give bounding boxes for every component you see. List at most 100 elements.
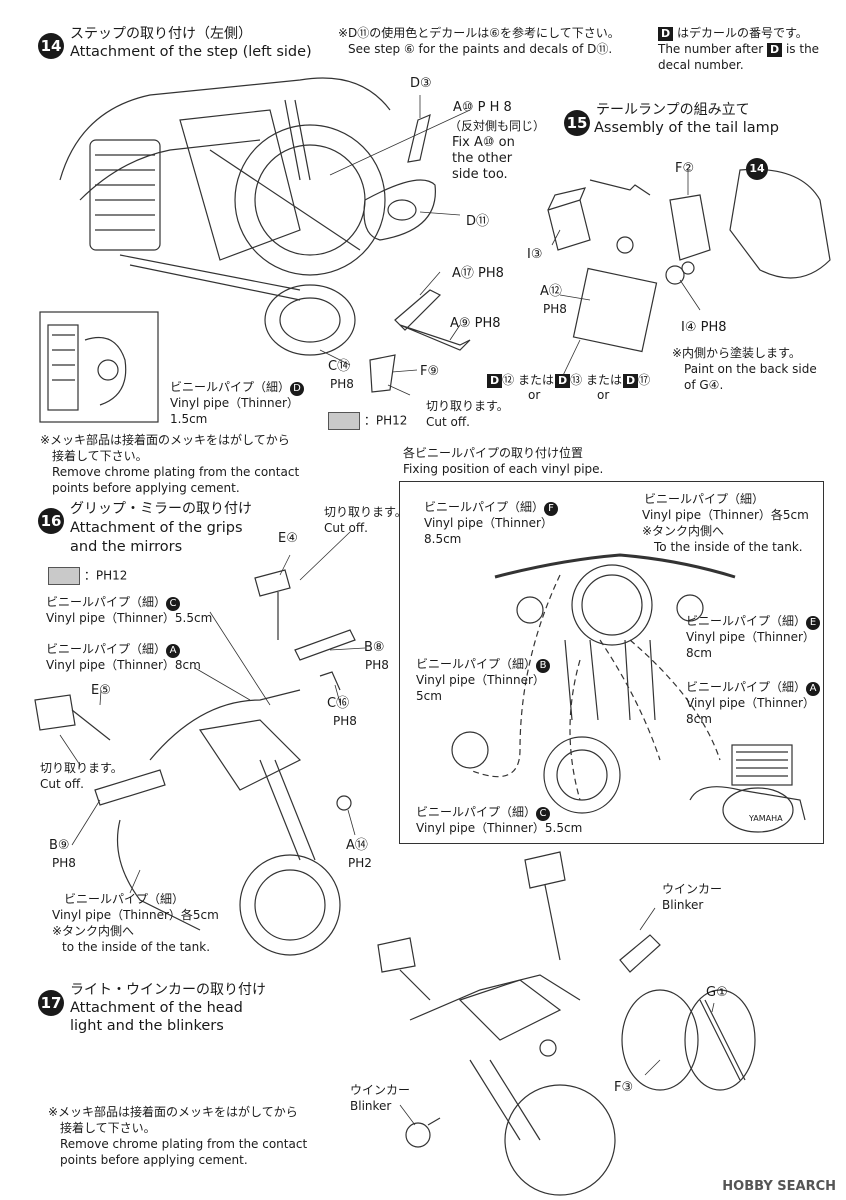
label-c16: C⑯ (327, 696, 350, 711)
pipe-tag-d-icon: D (290, 382, 305, 396)
step-16-tank-jp: ※タンク内側へ (52, 924, 135, 938)
pipe-b-len: 5cm (416, 689, 442, 703)
yamaha-logo-text: YAMAHA (749, 814, 783, 823)
pipe-each-jp: ビニールパイプ（細） (644, 492, 765, 506)
label-a14: A⑭ (346, 838, 368, 853)
step-14-paint-note-en: See step ⑥ for the paints and decals of … (348, 42, 613, 56)
label-a10-en-3: side too. (452, 167, 508, 182)
pipe-e-jp: ビニールパイプ（細） (686, 614, 807, 628)
pipe-c-jp-line: ビニールパイプ（細）C (416, 804, 551, 821)
watermark: HOBBY SEARCH (722, 1179, 836, 1194)
pipe-a-jp: ビニールパイプ（細） (686, 680, 807, 694)
label-a9: A⑨ PH8 (450, 316, 501, 331)
pipe-tag-a-icon: A (166, 644, 181, 658)
label-f3: F③ (614, 1080, 634, 1095)
label-b8: B⑧ (364, 640, 385, 655)
step-16-title-jp: グリップ・ミラーの取り付け (70, 501, 252, 517)
step-16-cut2-jp: 切り取ります。 (40, 761, 123, 775)
label-b8-ph: PH8 (365, 658, 389, 672)
step-14-pipe-jp-line: ビニールパイプ（細）D (170, 379, 305, 396)
pipe-b-jp-line: ビニールパイプ（細）B (416, 656, 551, 673)
step-14-pipe-en: Vinyl pipe（Thinner） (170, 396, 299, 410)
step-14-chrome-jp-2: 接着して下さい。 (52, 449, 148, 463)
step-15-title-en: Assembly of the tail lamp (594, 120, 779, 136)
step-15-number: 15 (564, 110, 590, 136)
step-15-paint-en-1: Paint on the back side (684, 362, 817, 376)
step-14-chrome-en-2: points before applying cement. (52, 481, 240, 495)
paint-swatch (328, 412, 360, 430)
decal-option-12-text: ⑫ または (502, 373, 554, 387)
step-14-swatch-label: ：PH12 (363, 413, 408, 428)
step-14-cut-en: Cut off. (426, 415, 470, 429)
step-16-cut-en: Cut off. (324, 521, 368, 535)
decal-note-jp: はデカールの番号です。 (676, 26, 808, 40)
pipe-tag-b-icon: B (536, 659, 551, 673)
label-i4: I④ PH8 (681, 320, 727, 335)
pipe-b-en: Vinyl pipe（Thinner） (416, 673, 545, 687)
step-16-pipe-each-en: Vinyl pipe（Thinner）各5cm (52, 908, 219, 922)
pipe-b-jp: ビニールパイプ（細） (416, 657, 537, 671)
label-c16-ph: PH8 (333, 714, 357, 728)
label-a17: A⑰ PH8 (452, 266, 504, 281)
blinker-left-jp: ウインカー (350, 1083, 411, 1097)
decal-d-icon: D (555, 374, 571, 388)
paint-swatch (48, 567, 80, 585)
pipe-c-en: Vinyl pipe（Thinner）5.5cm (416, 821, 583, 835)
decal-d-icon: D (658, 27, 674, 41)
step-17-title-en-2: light and the blinkers (70, 1018, 224, 1034)
pipe-each-en: Vinyl pipe（Thinner）各5cm (642, 508, 809, 522)
label-b9-ph: PH8 (52, 856, 76, 870)
step-16-pipe-each-jp: ビニールパイプ（細） (64, 892, 185, 906)
step-16-title-en-1: Attachment of the grips (70, 520, 243, 536)
label-a10-en-1: Fix A⑩ on (452, 135, 515, 150)
pipe-tag-f-icon: F (544, 502, 559, 516)
label-d3: D③ (410, 76, 432, 91)
label-a12-ph: PH8 (543, 302, 567, 316)
label-a10-jp: （反対側も同じ） (449, 119, 546, 133)
step-17-title-en-1: Attachment of the head (70, 1000, 243, 1016)
step-17-number: 17 (38, 990, 64, 1016)
label-d11: D⑪ (466, 214, 490, 229)
label-e5: E⑤ (91, 683, 111, 698)
step-16-tank-en: to the inside of the tank. (62, 940, 211, 954)
label-f2: F② (675, 161, 695, 176)
step-14-chrome-jp-1: ※メッキ部品は接着面のメッキをはがしてから (40, 433, 290, 447)
step-16-cut2-en: Cut off. (40, 777, 84, 791)
blinker-right-jp: ウインカー (662, 882, 723, 896)
pipes-frame (399, 481, 824, 844)
decal-d-icon: D (623, 374, 639, 388)
step-16-pipe-a-en: Vinyl pipe（Thinner）8cm (46, 658, 201, 672)
pipe-tag-c-icon: C (536, 807, 551, 821)
label-c14: C⑭ (328, 359, 351, 374)
step-16-pipe-a-jp: ビニールパイプ（細） (46, 642, 167, 656)
pipe-a-len: 8cm (686, 712, 712, 726)
step-17-chrome-en-2: points before applying cement. (60, 1153, 248, 1167)
pipe-c-jp: ビニールパイプ（細） (416, 805, 537, 819)
decal-d-icon: D (487, 374, 503, 388)
label-a12: A⑫ (540, 284, 562, 299)
pipe-f-jp: ビニールパイプ（細） (424, 500, 545, 514)
step-14-pipe-jp: ビニールパイプ（細） (170, 380, 291, 394)
step-16-pipe-c-jp: ビニールパイプ（細） (46, 595, 167, 609)
decal-d-icon: D (767, 43, 783, 57)
label-a10: A⑩ P H 8 (453, 100, 512, 115)
decal-note-jp-line: D はデカールの番号です。 (658, 25, 808, 41)
step-14-swatch-row: ：PH12 (328, 412, 407, 430)
pipe-e-len: 8cm (686, 646, 712, 660)
decal-note-en-3: decal number. (658, 58, 744, 72)
step-16-pipe-a-jp-line: ビニールパイプ（細）A (46, 641, 181, 658)
pipe-tag-a-icon: A (806, 682, 821, 696)
step-14-title-jp: ステップの取り付け（左側） (70, 26, 252, 42)
step-16-pipe-c-jp-line: ビニールパイプ（細）C (46, 594, 181, 611)
label-e4: E④ (278, 531, 298, 546)
step-16-number: 16 (38, 508, 64, 534)
blinker-left-en: Blinker (350, 1099, 392, 1113)
decal-note-en-2: is the (785, 42, 820, 56)
step-14-cut-jp: 切り取ります。 (426, 399, 509, 413)
label-g1: G① (706, 985, 728, 1000)
label-b9: B⑨ (49, 838, 70, 853)
pipe-f-jp-line: ビニールパイプ（細）F (424, 499, 559, 516)
